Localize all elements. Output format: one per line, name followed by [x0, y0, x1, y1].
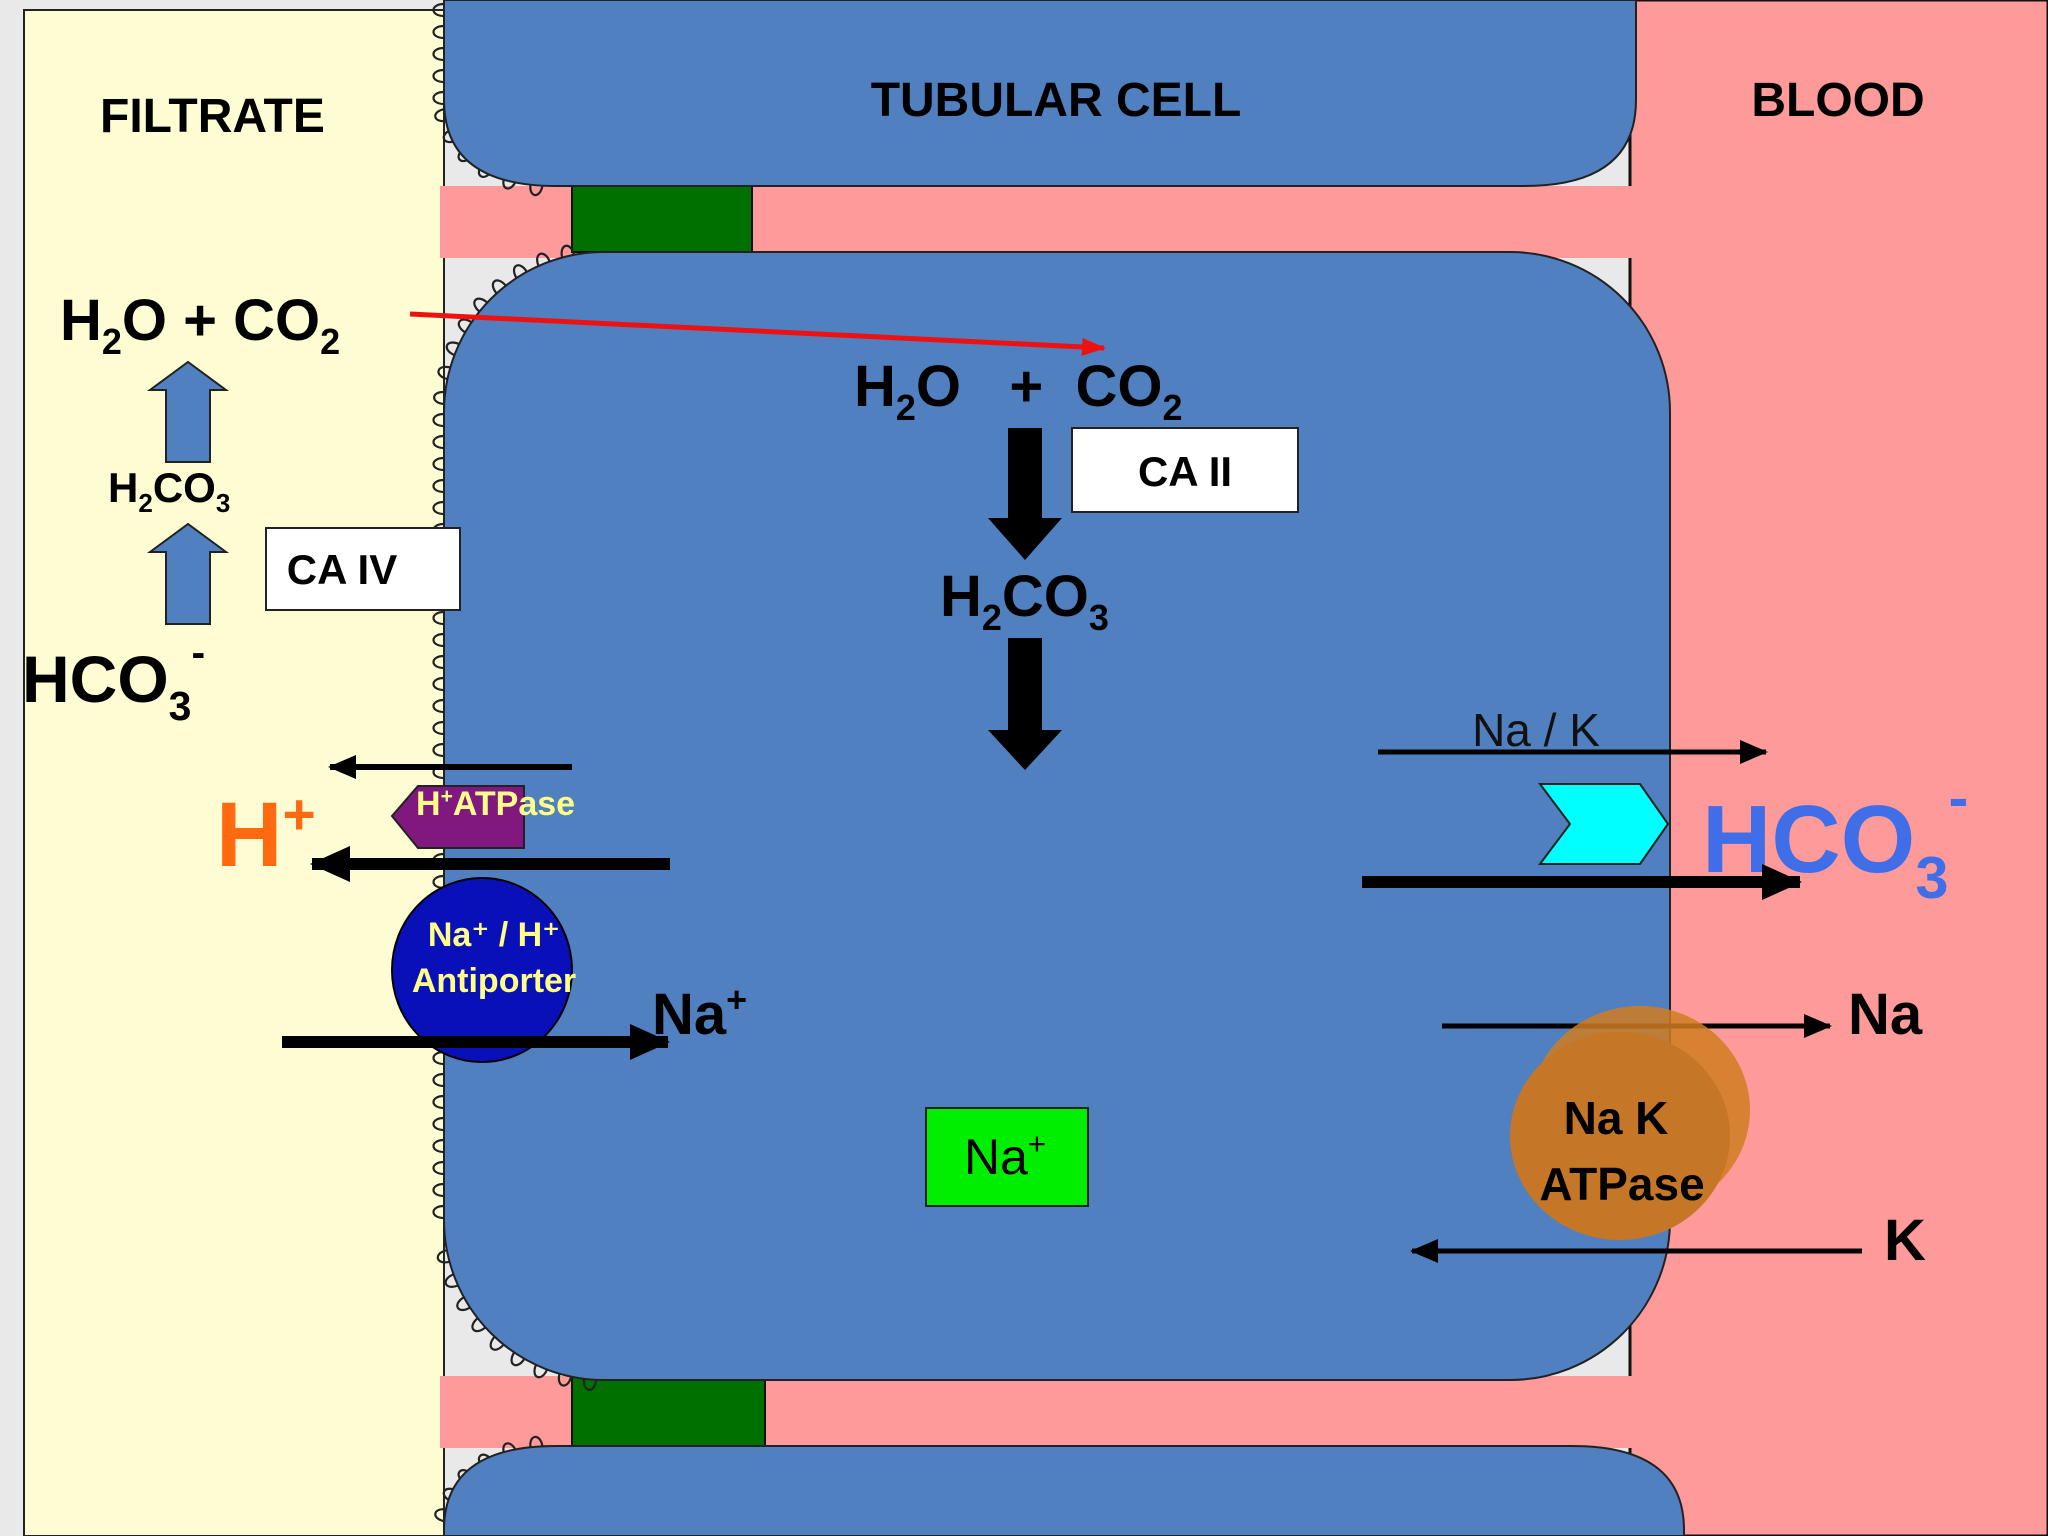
na-k-atpase-pump	[1510, 1032, 1730, 1240]
microvillus	[432, 434, 445, 450]
microvillus	[536, 252, 551, 267]
blood-region	[1628, 0, 2048, 1536]
microvillus	[432, 90, 445, 106]
filtrate-up-arrow-upper	[146, 360, 230, 463]
h-atpase-label: H+ATPase	[416, 785, 575, 823]
microvillus	[510, 1351, 526, 1367]
co2-diffusion-arrow	[409, 311, 1106, 356]
microvillus	[432, 1204, 445, 1220]
microvillus	[432, 1072, 445, 1088]
tubular-cell-title: TUBULAR CELL	[871, 74, 1242, 127]
microvillus	[432, 412, 445, 428]
main-tubular-cell	[443, 251, 1671, 1381]
na-k-label: Na / K	[1472, 704, 1600, 756]
antiporter-label-line1: Na⁺ / H⁺	[428, 916, 560, 954]
hco3-exchanger	[1538, 783, 1670, 865]
microvillus	[432, 654, 445, 670]
microvillus	[582, 1378, 598, 1391]
microvillus	[444, 1273, 459, 1288]
ca-ii-label: CA II	[1138, 448, 1232, 495]
cell-down-arrow-lower	[988, 638, 1062, 770]
lower-tubular-cell	[443, 1445, 1685, 1536]
pump-label-line1: Na K	[1564, 1092, 1669, 1144]
microvillus	[432, 1182, 445, 1198]
blood-title: BLOOD	[1751, 74, 1924, 127]
cell-down-arrow-upper	[988, 428, 1062, 560]
microvillus	[560, 244, 575, 258]
tight-junction-bottom	[571, 1375, 766, 1447]
cell-na-box	[925, 1107, 1089, 1207]
microvillus	[432, 2, 445, 18]
microvillus	[432, 720, 445, 736]
microvillus	[436, 1249, 450, 1264]
microvillus	[432, 742, 445, 758]
filtrate-region	[23, 9, 445, 1536]
microvillus	[432, 1116, 445, 1132]
filtrate-up-arrow-lower	[146, 522, 230, 625]
microvillus	[489, 1336, 505, 1351]
na-ion-label: Na+	[652, 979, 747, 1047]
microvillus	[432, 1138, 445, 1154]
tight-junction-top	[571, 185, 753, 253]
microvillus	[457, 318, 473, 334]
microvillus	[432, 500, 445, 516]
microvillus	[432, 632, 445, 648]
microvillus	[512, 264, 528, 279]
antiporter-label-line2: Antiporter	[412, 962, 576, 1000]
cell-na-label: Na+	[964, 1126, 1046, 1185]
microvillus	[432, 46, 445, 62]
h-atpase-pump	[390, 785, 525, 849]
blood-k-label: K	[1884, 1208, 1926, 1273]
blood-hco3-label: HCO3-	[1702, 764, 1968, 911]
ca-iv-box	[265, 527, 461, 611]
blood-na-label: Na	[1848, 982, 1923, 1047]
microvillus	[432, 456, 445, 472]
microvillus	[471, 1317, 486, 1333]
microvillus	[445, 341, 460, 357]
microvillus	[434, 1508, 447, 1523]
ca-iv-label: CA IV	[287, 546, 397, 593]
upper-tubular-cell	[443, 0, 1637, 187]
microvillus	[432, 1160, 445, 1176]
cell-h2co3: H2CO3	[940, 564, 1109, 638]
microvillus	[432, 478, 445, 494]
filtrate-hco3: HCO3-	[22, 629, 205, 729]
microvillus	[432, 68, 445, 84]
microvillus	[432, 610, 445, 626]
microvillus	[529, 183, 544, 197]
h-ion-label: H+	[216, 783, 316, 886]
microvillus	[432, 698, 445, 714]
ca-ii-box	[1071, 427, 1299, 513]
microvillus	[432, 24, 445, 40]
na-h-antiporter	[391, 877, 573, 1063]
filtrate-h2o-co2: H2O + CO2	[60, 288, 340, 362]
microvillus	[456, 1296, 471, 1312]
filtrate-title: FILTRATE	[100, 90, 325, 143]
microvillus	[557, 1373, 573, 1387]
filtrate-h2co3: H2CO3	[108, 464, 230, 518]
microvillus	[533, 1364, 549, 1379]
microvillus	[432, 1094, 445, 1110]
cell-h2o-co2: H2O + CO2	[854, 354, 1182, 428]
microvillus	[491, 279, 507, 294]
microvillus	[432, 676, 445, 692]
pump-label-line2: ATPase	[1539, 1158, 1704, 1210]
microvillus	[433, 390, 446, 406]
microvillus	[529, 1435, 544, 1449]
microvillus	[434, 107, 447, 123]
microvillus	[437, 365, 451, 381]
microvillus	[473, 297, 488, 313]
